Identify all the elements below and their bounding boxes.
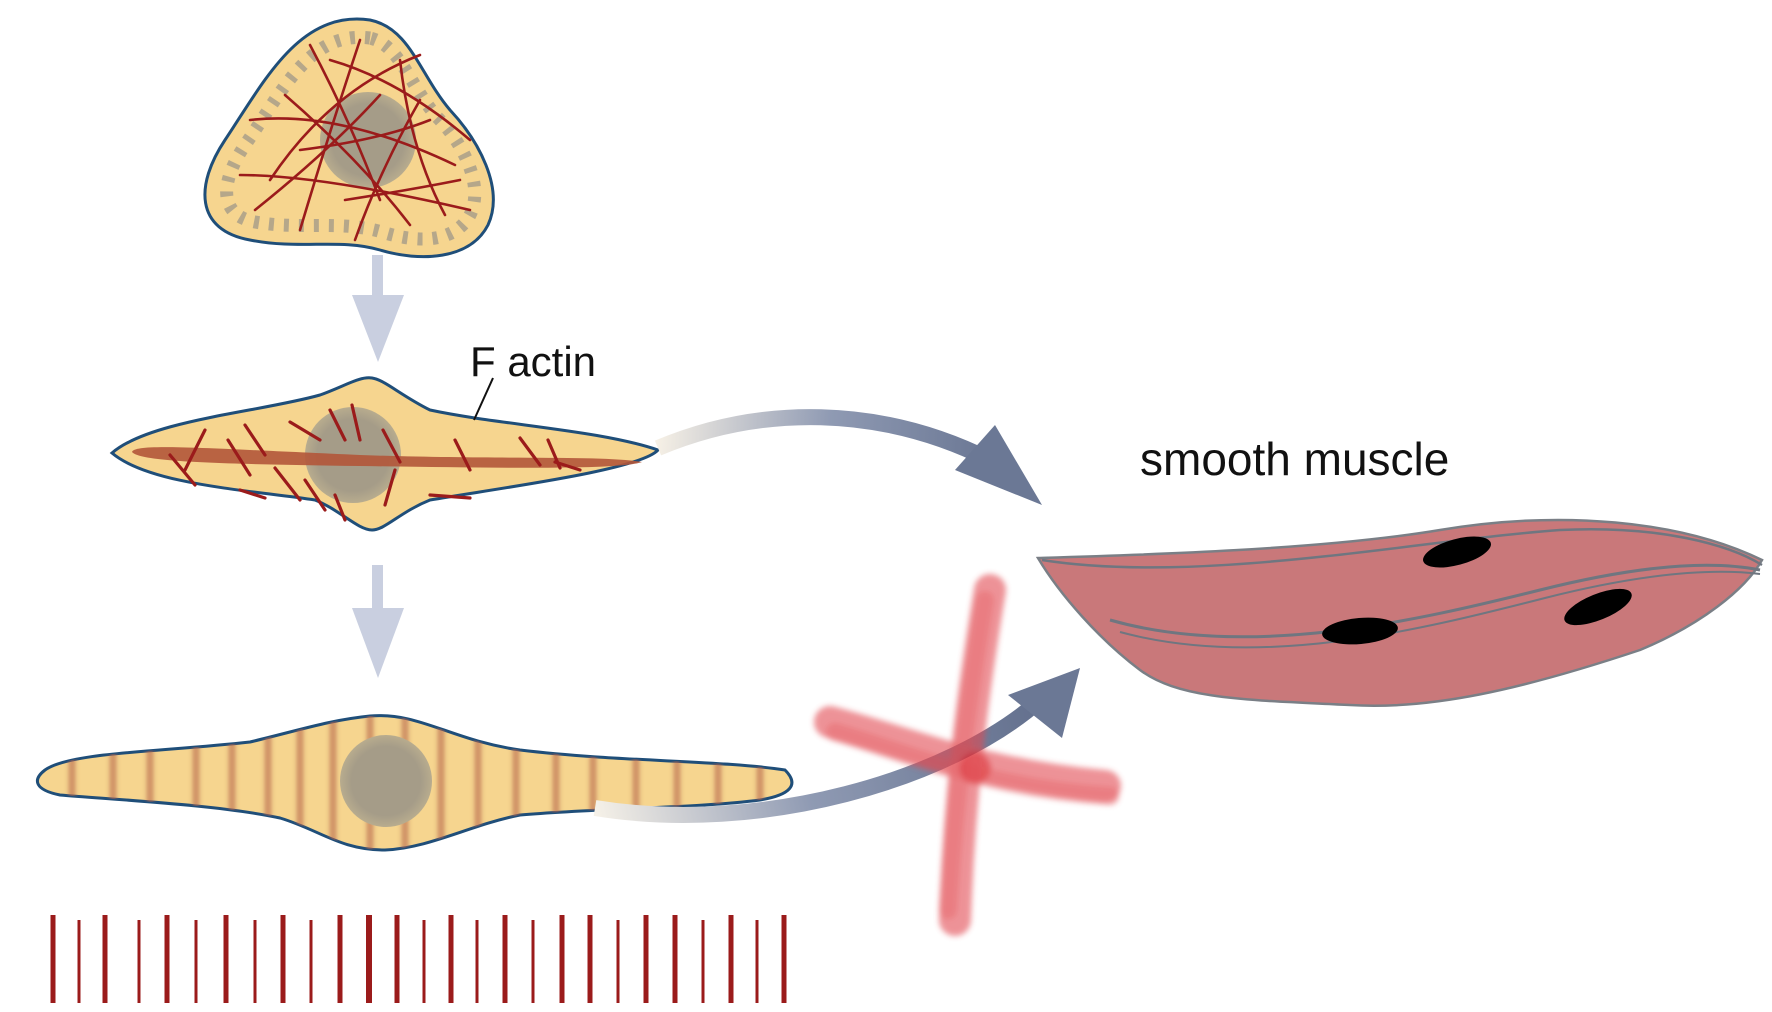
sarcomere-stripes <box>50 915 787 1003</box>
round-cell <box>203 17 495 259</box>
f-actin-label: F actin <box>470 338 597 385</box>
smooth-muscle <box>1035 518 1764 707</box>
smooth-muscle-label: smooth muscle <box>1140 433 1450 485</box>
actin-fragments <box>168 403 582 522</box>
striated-cell <box>35 714 794 852</box>
nucleus <box>340 735 432 827</box>
muscle-nucleus <box>1423 536 1491 568</box>
red-x-icon <box>814 574 1121 936</box>
down-arrow-icon <box>352 255 404 362</box>
spindle-cell <box>109 376 661 532</box>
down-arrow-icon <box>352 565 404 678</box>
f-actin-pointer <box>473 377 494 421</box>
muscle-nucleus <box>1564 588 1632 626</box>
muscle-nucleus <box>1322 617 1398 645</box>
arrow-to-smooth-muscle <box>654 409 1042 505</box>
stress-fiber <box>132 447 642 468</box>
random-f-actin <box>238 38 472 242</box>
blocked-arrow <box>593 668 1080 823</box>
